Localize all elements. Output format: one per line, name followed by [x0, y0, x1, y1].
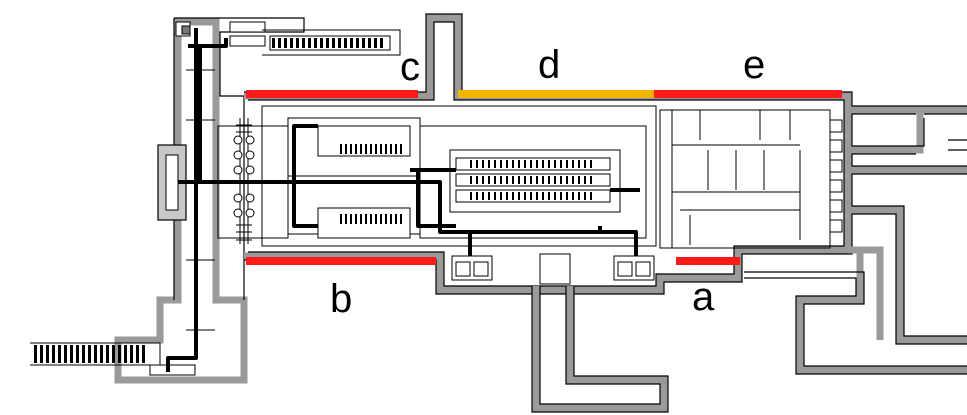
elevator-right: [613, 255, 655, 281]
zones: [246, 90, 842, 265]
escalator-concourse-lower: [317, 207, 411, 239]
label-b: b: [330, 277, 352, 321]
right-tunnels: [744, 105, 967, 375]
zone-e-red: [654, 90, 842, 98]
route-lines: [166, 28, 640, 372]
label-e: e: [743, 43, 765, 87]
main-station-box: [244, 13, 853, 295]
zone-d-orange: [458, 90, 654, 98]
label-a: a: [692, 275, 715, 319]
right-rooms: [659, 109, 843, 249]
elevator-icon: [455, 261, 489, 277]
zone-labels: c d e b a: [330, 43, 765, 321]
escalator-bottom-left: [30, 342, 196, 376]
escalator-top-left: [229, 21, 401, 56]
ticket-gates: [233, 118, 255, 244]
left-access-structure: [114, 17, 305, 384]
escalator-icon: [340, 214, 402, 224]
zone-b-red: [246, 257, 436, 265]
escalator-icon: [34, 345, 145, 363]
zone-c-red: [246, 90, 418, 98]
escalator-concourse-upper: [317, 125, 411, 157]
zone-a-red: [676, 257, 740, 265]
label-d: d: [538, 43, 560, 87]
bottom-corridor: [531, 253, 669, 413]
elevator-icon: [617, 261, 651, 277]
label-c: c: [400, 45, 420, 89]
elevator-left: [451, 255, 493, 281]
platform-escalators: [449, 149, 621, 213]
escalator-icon: [269, 35, 391, 51]
escalator-icon: [470, 160, 592, 200]
escalator-icon: [340, 144, 402, 154]
